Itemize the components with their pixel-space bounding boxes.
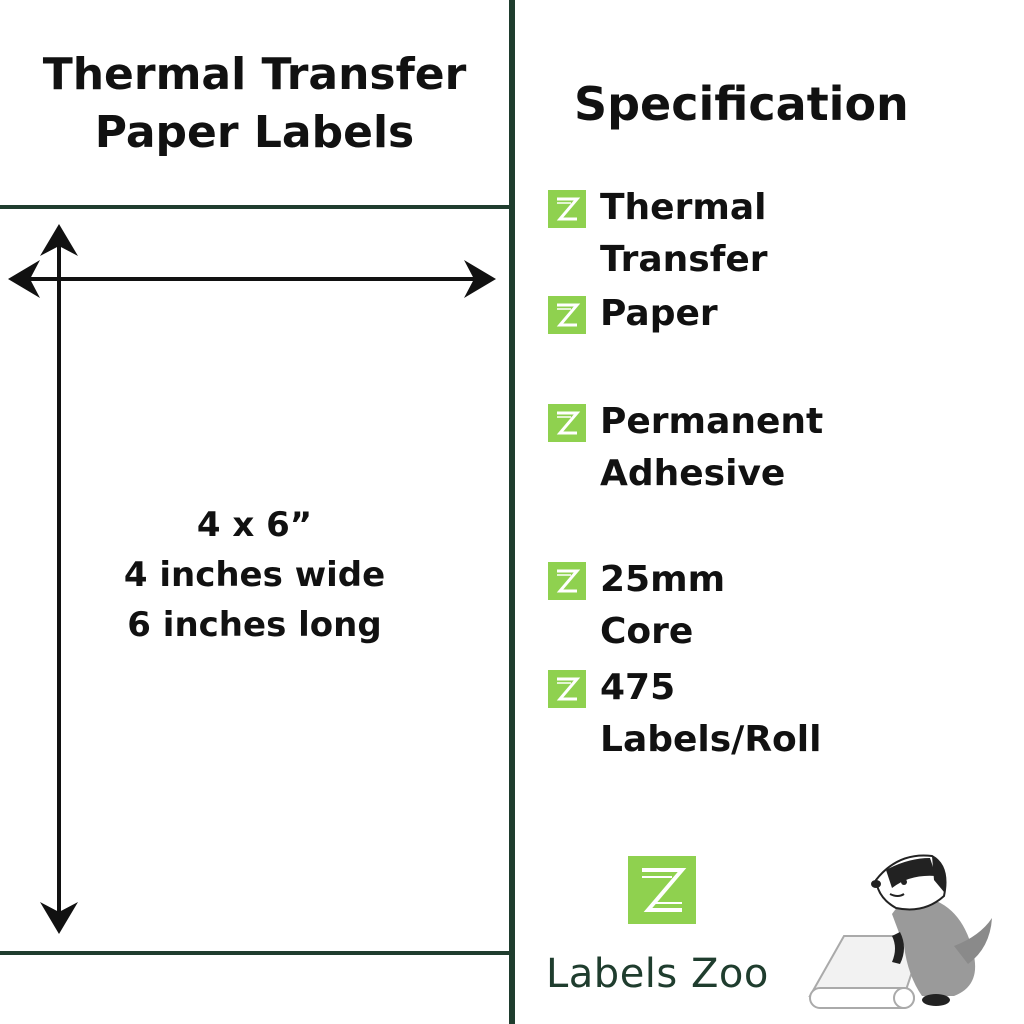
width-arrow-right-head [464,260,496,298]
labelszoo-z-icon [548,670,586,708]
top-horizontal-divider [0,205,512,209]
product-title: Thermal Transfer Paper Labels [0,46,509,162]
spec-item-label: Thermal Transfer [600,187,768,280]
spec-item-core: 25mm Core [548,554,725,658]
product-title-line-2: Paper Labels [94,107,415,158]
spec-item-label: Permanent Adhesive [600,401,824,494]
dimensions-block: 4 x 6” 4 inches wide 6 inches long [0,500,509,650]
dimension-width: 4 inches wide [123,555,386,595]
product-title-line-1: Thermal Transfer [42,49,467,100]
spec-item-labels-per-roll: 475 Labels/Roll [548,662,821,766]
vertical-divider [509,0,515,1024]
length-arrow-top-head [40,224,78,256]
badger-mascot-icon [808,854,992,1009]
dimension-arrows-icon [8,224,496,934]
spec-item-label: 475 Labels/Roll [600,667,822,760]
labelszoo-z-icon [548,296,586,334]
dimension-length: 6 inches long [127,605,382,645]
width-arrow-left-head [8,260,40,298]
specification-title: Specification [574,77,909,131]
spec-item-thermal-transfer: Thermal Transfer [548,182,768,286]
spec-item-label: Paper [600,293,718,334]
brand-name: Labels Zoo [546,951,769,997]
labelszoo-z-icon [548,562,586,600]
spec-item-label: 25mm Core [600,559,726,652]
labelszoo-z-icon [548,404,586,442]
dimension-size: 4 x 6” [196,505,313,545]
bottom-horizontal-divider [0,951,512,955]
length-arrow-bottom-head [40,902,78,934]
labelszoo-logo-icon [628,856,696,924]
spec-item-permanent-adhesive: Permanent Adhesive [548,396,890,500]
spec-item-paper: Paper [548,288,718,340]
labelszoo-z-icon [548,190,586,228]
